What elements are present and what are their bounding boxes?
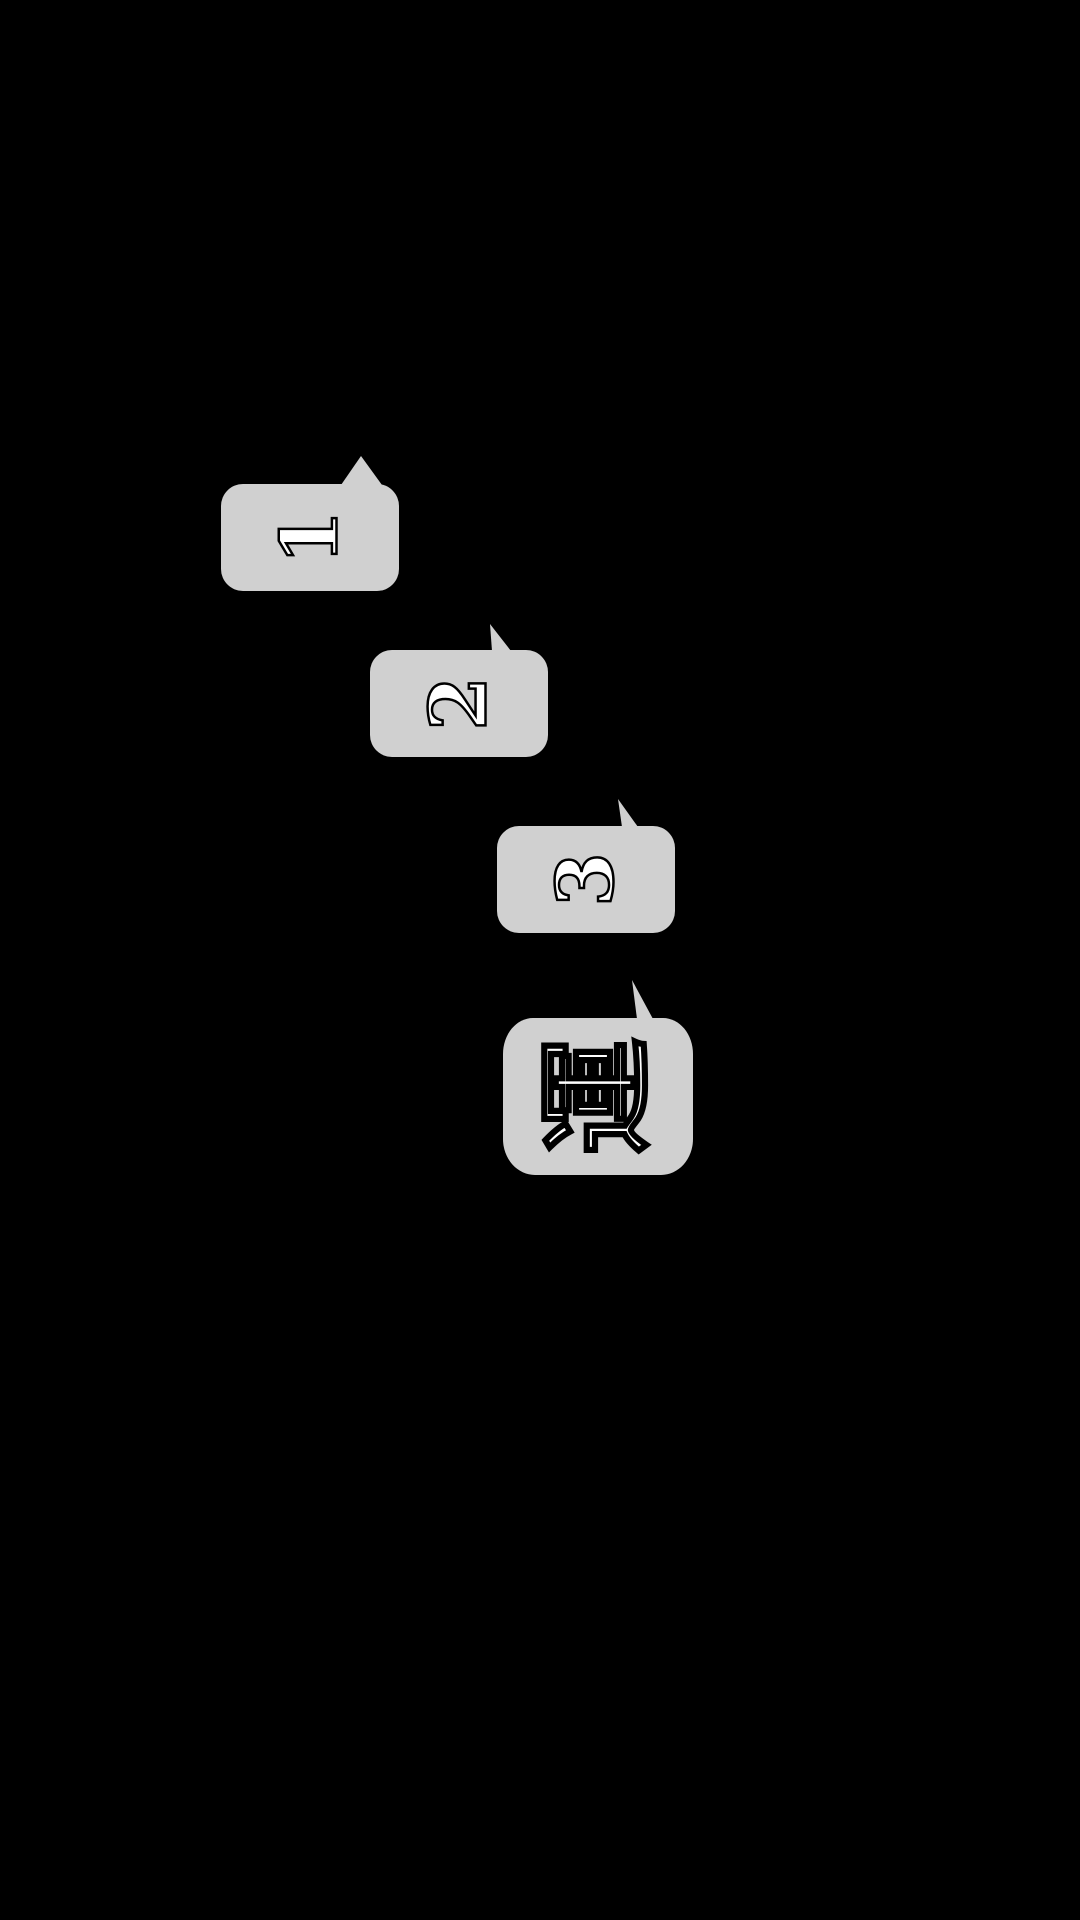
bubble-label-1: 1 [263,509,357,566]
speech-bubble-1: 1 [221,456,399,591]
speech-bubble-4: 運 [503,980,693,1175]
bubble-tail-icon [490,624,511,651]
bubble-tail-icon [632,980,653,1019]
bubble-tail-icon [341,456,382,485]
bubble-label-4: 運 [527,1036,669,1157]
bubble-label-3: 3 [539,851,633,908]
bubble-label-2: 2 [412,675,506,732]
bubble-tail-icon [618,799,638,827]
speech-bubble-2: 2 [370,624,548,757]
speech-bubble-3: 3 [497,799,675,933]
